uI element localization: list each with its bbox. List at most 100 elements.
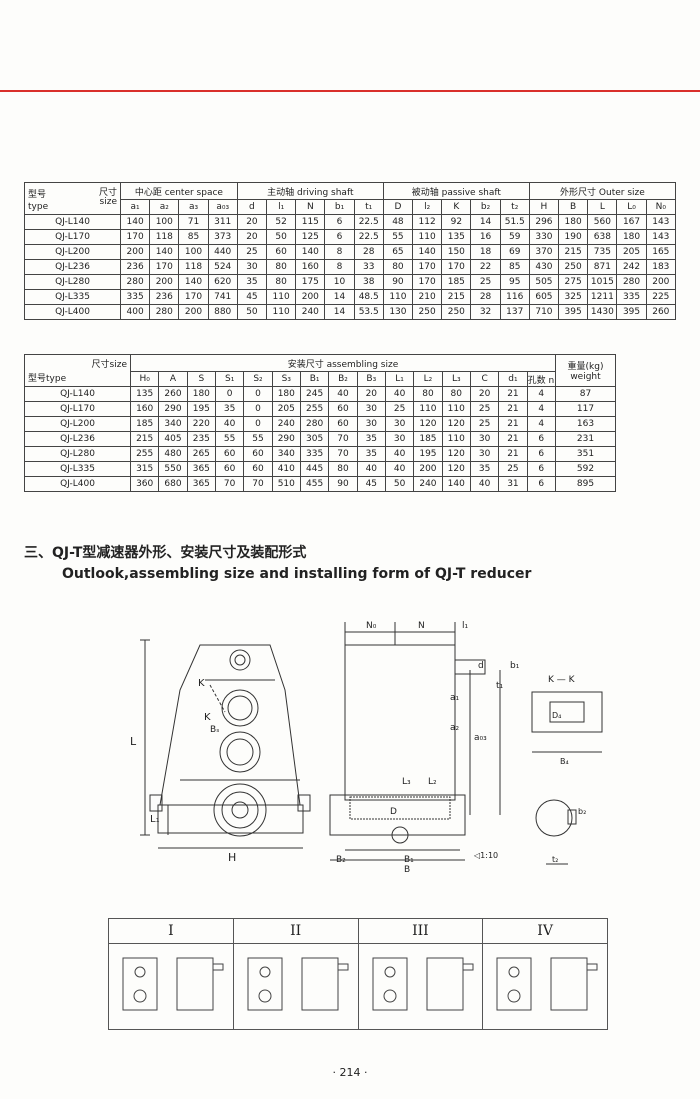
value-cell: 80 — [413, 386, 443, 402]
value-cell: 110 — [266, 289, 297, 305]
column-header: 孔数 n hole — [526, 371, 557, 387]
form-iii-sketch — [372, 957, 473, 1011]
value-cell: 35 — [356, 431, 386, 447]
column-header: a₂ — [149, 199, 180, 215]
value-cell: 59 — [499, 229, 530, 245]
dim-l1: l₁ — [462, 621, 469, 631]
model-en-label: type — [28, 202, 49, 212]
value-cell: 52 — [266, 214, 297, 230]
column-header: B₂ — [328, 371, 358, 387]
value-cell: 335 — [616, 289, 647, 305]
value-cell: 880 — [207, 304, 238, 320]
column-header: H — [528, 199, 560, 215]
value-cell: 6 — [526, 446, 557, 462]
value-cell: 51.5 — [499, 214, 530, 230]
value-cell: 40 — [328, 386, 358, 402]
value-cell: 35 — [214, 401, 245, 417]
value-cell: 48 — [382, 214, 414, 230]
value-cell: 735 — [587, 244, 618, 260]
value-cell: 110 — [413, 401, 443, 417]
value-cell: 60 — [243, 461, 273, 477]
value-cell: 242 — [616, 259, 647, 275]
dim-D: D — [390, 807, 397, 817]
form-iii-label: III — [358, 919, 483, 944]
value-cell: 143 — [645, 214, 677, 230]
value-cell: 524 — [207, 259, 238, 275]
value-cell: 31 — [498, 476, 528, 492]
value-cell: 180 — [186, 386, 216, 402]
value-cell: 38 — [353, 274, 384, 290]
value-cell: 180 — [616, 229, 647, 245]
column-header: b₂ — [470, 199, 501, 215]
column-header: S₂ — [243, 371, 273, 387]
outer-size-table: 尺寸 size 型号 type 中心距 center space 主动轴 dri… — [24, 182, 677, 320]
value-cell: 30 — [356, 416, 386, 432]
form-i-sketch — [122, 957, 224, 1011]
value-cell: 135 — [441, 229, 472, 245]
value-cell: 410 — [271, 461, 301, 477]
model-cell: QJ-L140 — [24, 214, 121, 230]
value-cell: 215 — [441, 289, 472, 305]
column-header: L₃ — [441, 371, 471, 387]
dim-L3: L₃ — [402, 777, 411, 787]
value-cell: 60 — [214, 461, 245, 477]
value-cell: 28 — [470, 289, 501, 305]
dim-b1: b₁ — [510, 661, 520, 671]
column-header: S₁ — [214, 371, 245, 387]
value-cell: 6 — [526, 476, 557, 492]
reducer-outline-drawing: L L₁ H K K Bₛ N₀ N l₁ d b₁ t₁ a₁ a₂ a₀₃ … — [130, 621, 603, 875]
form-iv: IV — [483, 919, 607, 1029]
value-cell: 70 — [214, 476, 245, 492]
value-cell: 120 — [441, 461, 471, 477]
value-cell: 680 — [158, 476, 188, 492]
value-cell: 200 — [178, 304, 209, 320]
value-cell: 137 — [499, 304, 530, 320]
value-cell: 14 — [324, 289, 355, 305]
weight-en-label: weight — [570, 372, 601, 382]
value-cell: 110 — [382, 289, 414, 305]
value-cell: 290 — [158, 401, 188, 417]
group-outer-size: 外形尺寸 Outer size — [528, 182, 677, 200]
value-cell: 140 — [149, 244, 180, 260]
value-cell: 170 — [149, 259, 180, 275]
value-cell: 140 — [441, 476, 471, 492]
value-cell: 53.5 — [353, 304, 384, 320]
value-cell: 220 — [186, 416, 216, 432]
value-cell: 33 — [353, 259, 384, 275]
value-cell: 70 — [328, 431, 358, 447]
value-cell: 20 — [356, 386, 386, 402]
value-cell: 20 — [236, 214, 268, 230]
section-kk — [531, 691, 603, 753]
model-cell: QJ-L200 — [24, 416, 131, 432]
value-cell: 40 — [384, 386, 415, 402]
value-cell: 330 — [528, 229, 560, 245]
dim-B1: B₁ — [404, 855, 414, 865]
value-cell: 325 — [558, 289, 589, 305]
value-cell: 871 — [587, 259, 618, 275]
dim-K-1: K — [198, 678, 205, 689]
form-iii: III — [358, 919, 484, 1029]
front-view — [140, 639, 311, 849]
value-cell: 200 — [149, 274, 180, 290]
value-cell: 110 — [441, 431, 471, 447]
value-cell: 30 — [469, 431, 500, 447]
value-cell: 30 — [236, 259, 268, 275]
value-cell: 170 — [119, 229, 151, 245]
value-cell: 175 — [295, 274, 326, 290]
value-cell: 360 — [129, 476, 160, 492]
value-cell: 6 — [526, 431, 557, 447]
value-cell: 120 — [413, 416, 443, 432]
value-cell: 8 — [324, 244, 355, 260]
value-cell: 25 — [236, 244, 268, 260]
column-header: A — [158, 371, 188, 387]
value-cell: 620 — [207, 274, 238, 290]
value-cell: 260 — [645, 304, 677, 320]
value-cell: 135 — [129, 386, 160, 402]
value-cell: 25 — [470, 274, 501, 290]
column-header: H₀ — [129, 371, 160, 387]
value-cell: 160 — [129, 401, 160, 417]
value-cell: 455 — [299, 476, 330, 492]
